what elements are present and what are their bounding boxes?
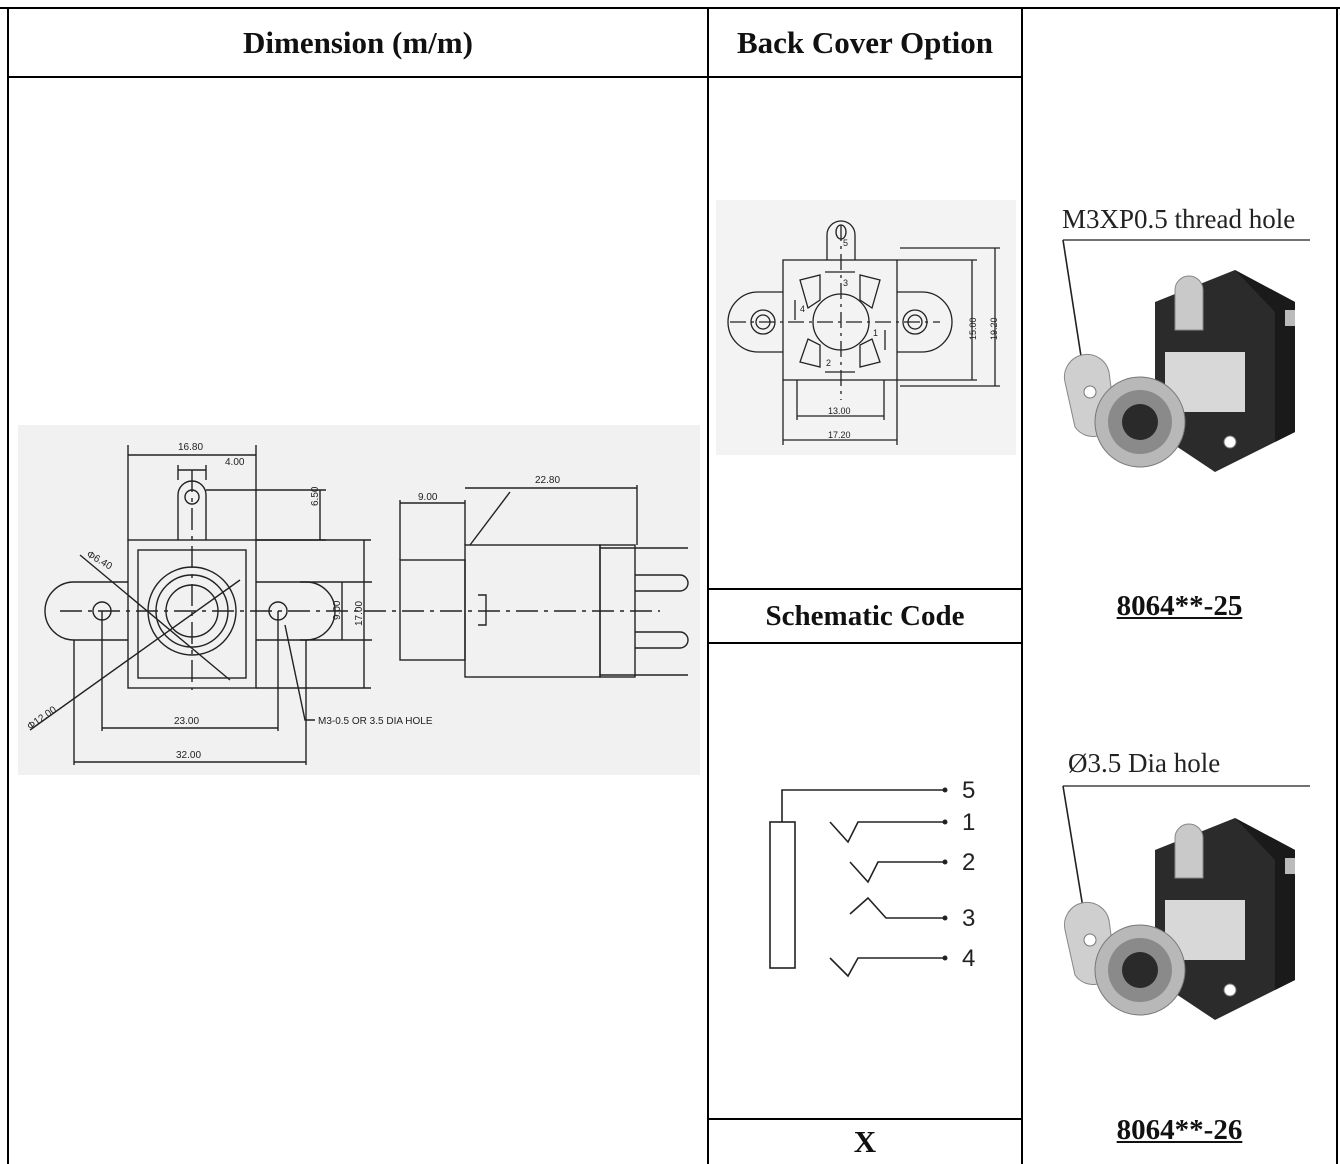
dim-13-00: 13.00 (828, 406, 851, 416)
back-cover-drawing: 5 3 4 1 2 13.00 17.20 15.00 19.20 (716, 200, 1016, 455)
option-1-code: 8064**-25 (1116, 590, 1243, 622)
column-divider-1 (707, 7, 709, 1164)
schematic-header-top (707, 588, 1023, 590)
back-pin-3: 3 (843, 278, 848, 288)
dim-side-9-00: 9.00 (418, 492, 438, 503)
option-2-note: Ø3.5 Dia hole (1068, 748, 1221, 778)
header-row-divider (7, 76, 1023, 78)
option-1-note: M3XP0.5 thread hole (1062, 204, 1296, 234)
back-pin-1: 1 (873, 328, 878, 338)
back-pin-2: 2 (826, 358, 831, 368)
option-2-product-image (1062, 785, 1310, 1020)
schematic-value: X (853, 1124, 877, 1159)
schematic-pin-1: 1 (962, 809, 975, 836)
back-pin-5: 5 (843, 238, 848, 248)
dim-17-20: 17.20 (828, 430, 851, 440)
option-2-code: 8064**-26 (1116, 1114, 1243, 1146)
table-top-border (0, 7, 1340, 9)
schematic-header: Schematic Code (765, 599, 965, 632)
schematic-diagram: 5 1 2 3 4 (769, 777, 975, 978)
hole-note: M3-0.5 OR 3.5 DIA HOLE (318, 716, 433, 727)
back-pin-4: 4 (800, 304, 805, 314)
dim-23-00: 23.00 (174, 716, 199, 727)
schematic-value-divider (707, 1118, 1023, 1120)
dim-19-20: 19.20 (989, 317, 999, 340)
column-divider-2 (1021, 7, 1023, 1164)
table-left-border (7, 7, 9, 1164)
dimension-drawing: 16.80 4.00 6.50 Φ6.40 9.00 17.00 Φ12.00 … (18, 425, 700, 775)
dim-9-00: 9.00 (332, 600, 343, 620)
option-1-product-image (1062, 239, 1310, 472)
schematic-header-bottom (707, 642, 1023, 644)
schematic-pin-3: 3 (962, 905, 975, 932)
schematic-pin-2: 2 (962, 849, 975, 876)
schematic-pin-4: 4 (962, 945, 975, 972)
back-cover-header: Back Cover Option (736, 24, 994, 60)
dim-side-22-80: 22.80 (535, 475, 560, 486)
dim-15-00: 15.00 (968, 317, 978, 340)
dimension-header: Dimension (m/m) (243, 24, 473, 60)
table-right-border (1336, 7, 1338, 1164)
schematic-pin-5: 5 (962, 777, 975, 804)
dim-17-00: 17.00 (354, 601, 365, 626)
dim-16-80: 16.80 (178, 442, 203, 453)
dim-32-00: 32.00 (176, 750, 201, 761)
dim-4-00: 4.00 (225, 457, 245, 468)
dim-6-50: 6.50 (310, 486, 321, 506)
